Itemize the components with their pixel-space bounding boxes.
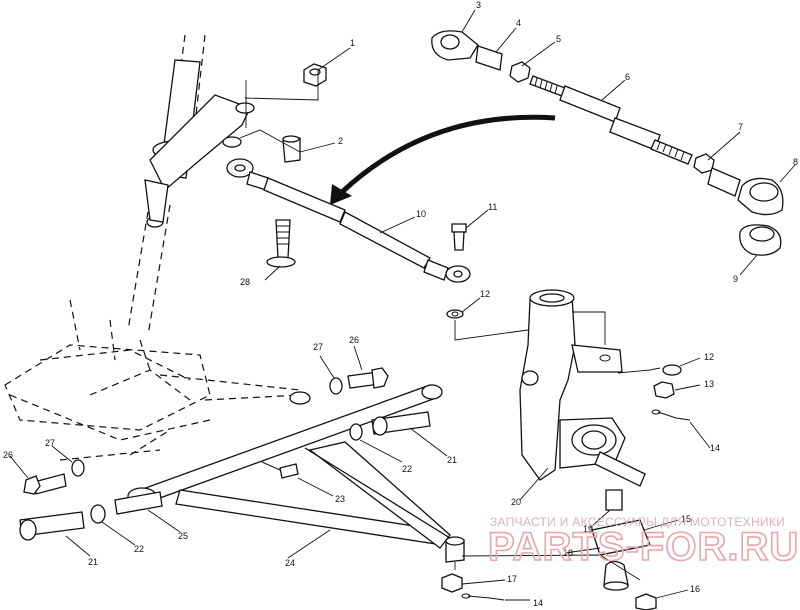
cotter-pin-14-right xyxy=(651,409,691,421)
washer-27-top xyxy=(329,377,343,395)
callout-7: 7 xyxy=(738,122,743,132)
callout-21b: 21 xyxy=(88,557,98,567)
nut-1 xyxy=(303,63,327,87)
callout-27a: 27 xyxy=(313,342,323,352)
washer-12-upper xyxy=(446,309,464,319)
callout-11: 11 xyxy=(488,202,497,212)
callout-10: 10 xyxy=(416,209,426,219)
callout-26b: 26 xyxy=(3,450,13,460)
washer-27-left xyxy=(71,459,85,477)
callout-18: 18 xyxy=(563,548,573,558)
bolt-16 xyxy=(635,593,657,610)
callout-labels: 1 2 3 4 5 6 7 8 9 10 11 12 12 13 14 14 1… xyxy=(3,0,798,608)
callout-8: 8 xyxy=(793,157,798,167)
washer-22-right xyxy=(349,423,363,441)
grease-fitting-23 xyxy=(261,461,299,479)
callout-25: 25 xyxy=(178,531,188,541)
washer-22-left xyxy=(90,504,106,524)
spacer-2 xyxy=(282,135,301,163)
washer-12-right xyxy=(662,364,682,376)
callout-22a: 22 xyxy=(402,464,412,474)
callout-19: 19 xyxy=(583,524,593,534)
callout-1: 1 xyxy=(350,38,355,48)
callout-16: 16 xyxy=(690,584,700,594)
callout-22b: 22 xyxy=(134,544,144,554)
callout-2: 2 xyxy=(338,136,343,146)
callout-5: 5 xyxy=(556,34,561,44)
callout-14a: 14 xyxy=(710,443,720,453)
leader-lines xyxy=(9,9,796,601)
lower-joint xyxy=(441,536,505,601)
callout-20: 20 xyxy=(511,497,521,507)
callout-6: 6 xyxy=(625,72,630,82)
steering-post xyxy=(144,59,255,228)
callout-12b: 12 xyxy=(704,352,714,362)
callout-23: 23 xyxy=(335,494,345,504)
bolt-26-top xyxy=(347,367,389,389)
bolt-21-left xyxy=(19,511,85,541)
callout-14b: 14 xyxy=(533,598,543,608)
tie-rod-assembled xyxy=(226,158,471,283)
frame-outline xyxy=(4,34,301,461)
nut-13 xyxy=(653,381,675,399)
callout-12a: 12 xyxy=(480,289,490,299)
watermark-caption: ЗАПЧАСТИ И АКСЕССУАРЫ ДЛЯ МОТОТЕХНИКИ xyxy=(490,515,785,529)
bolt-26-left xyxy=(23,473,67,495)
watermark-site: PARTS-FOR.RU xyxy=(488,525,799,569)
callout-4: 4 xyxy=(516,18,521,28)
assembly-direction-arrow xyxy=(330,114,556,205)
callout-3: 3 xyxy=(476,0,481,10)
tie-rod-exploded xyxy=(431,30,784,256)
bolt-28 xyxy=(266,219,296,268)
spindle-knuckle xyxy=(519,289,646,487)
callout-24: 24 xyxy=(285,558,295,568)
callout-15: 15 xyxy=(681,514,691,524)
ball-joint xyxy=(591,489,651,591)
a-arm xyxy=(127,384,451,549)
callout-17: 17 xyxy=(507,574,517,584)
bolt-11 xyxy=(451,223,467,251)
callout-27b: 27 xyxy=(45,438,55,448)
sleeve-25 xyxy=(114,491,163,515)
callout-28: 28 xyxy=(240,277,250,287)
callout-21a: 21 xyxy=(447,455,457,465)
callout-13: 13 xyxy=(704,379,714,389)
bolt-21-right xyxy=(371,411,431,436)
callout-26a: 26 xyxy=(349,335,359,345)
callout-9: 9 xyxy=(733,274,738,284)
watermark: ЗАПЧАСТИ И АКСЕССУАРЫ ДЛЯ МОТОТЕХНИКИ PA… xyxy=(487,515,799,570)
